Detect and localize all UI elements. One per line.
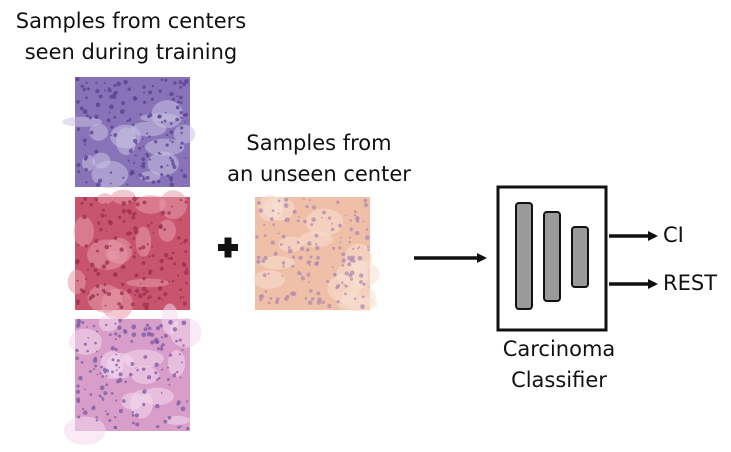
- output-ci-label: CI: [663, 223, 684, 247]
- unseen-samples-label-line1: Samples from: [246, 131, 392, 155]
- plus-icon: [218, 237, 238, 258]
- network-layer-3: [571, 226, 589, 288]
- unseen-samples-label: Samples from an unseen center: [214, 128, 424, 190]
- network-layer-1: [515, 202, 533, 310]
- network-layer-2: [543, 211, 561, 302]
- classifier-label-line2: Classifier: [511, 368, 607, 392]
- histology-tile-train-3: [63, 303, 202, 445]
- classifier-label: Carcinoma Classifier: [486, 334, 632, 396]
- histology-tile-train-2: [67, 189, 190, 321]
- train-samples-label-line1: Samples from centers: [15, 9, 247, 33]
- train-samples-label: Samples from centers seen during trainin…: [2, 6, 260, 68]
- train-samples-label-line2: seen during training: [24, 40, 238, 64]
- unseen-samples-label-line2: an unseen center: [227, 162, 411, 186]
- histology-tile-unseen: [253, 194, 380, 312]
- classifier-label-line1: Carcinoma: [502, 337, 616, 361]
- histology-tile-train-1: [62, 77, 196, 189]
- output-rest-label: REST: [663, 271, 718, 295]
